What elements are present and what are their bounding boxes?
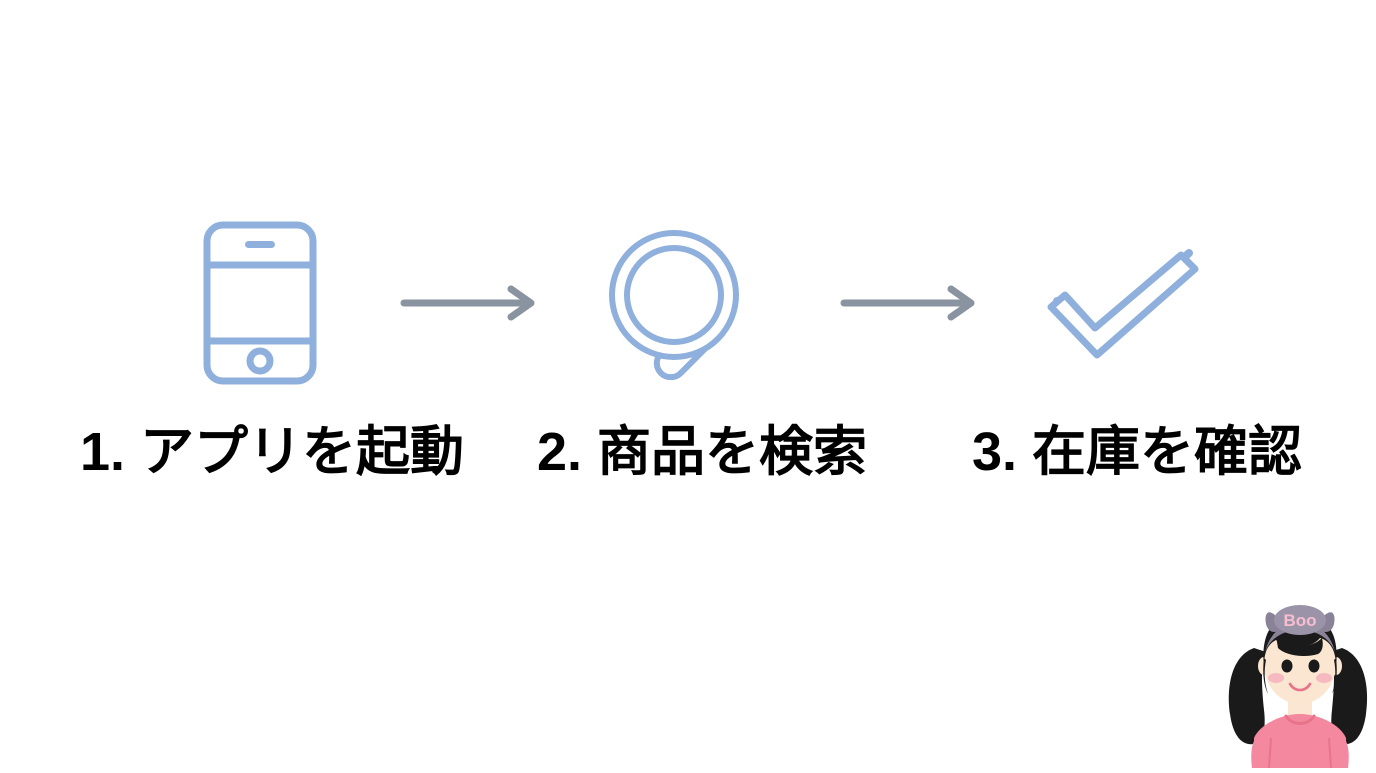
svg-text:Boo: Boo	[1283, 611, 1316, 630]
checkmark-icon	[1045, 245, 1205, 366]
caption-row: 1. アプリを起動 2. 商品を検索 3. 在庫を確認	[0, 412, 1376, 492]
arrow-right-icon	[840, 285, 980, 326]
flow-arrow-2	[835, 205, 985, 405]
girl-mascot: Boo	[1224, 586, 1376, 769]
flow-step-1-label: 1. アプリを起動	[79, 422, 465, 482]
smartphone-icon	[201, 219, 319, 392]
flow-step-2-label: 2. 商品を検索	[536, 422, 868, 482]
flow-step-3-label: 3. 在庫を確認	[971, 422, 1303, 482]
bow: Boo	[1265, 605, 1335, 635]
arrow-right-icon	[400, 285, 540, 326]
flow-arrow-1	[395, 205, 545, 405]
flow-step-3	[1030, 205, 1220, 405]
magnifier-icon	[604, 225, 780, 386]
flow-step-2	[592, 205, 792, 405]
flow-step-1	[180, 205, 340, 405]
flow-diagram	[0, 205, 1376, 405]
